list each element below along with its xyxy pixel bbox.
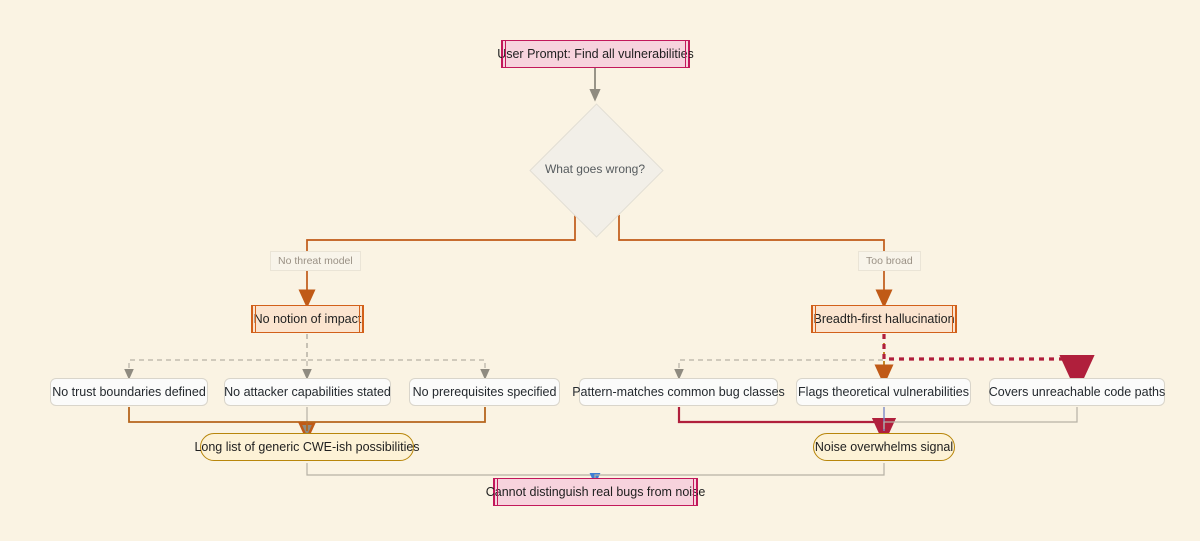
node-long-list[interactable]: Long list of generic CWE-ish possibiliti…: [194, 433, 420, 461]
node-pattern-matches-label: Pattern-matches common bug classes: [572, 384, 785, 399]
node-no-notion-of-impact-label: No notion of impact: [253, 311, 362, 326]
edge-noise-to-cannot-distinguish: [594, 463, 885, 479]
node-user-prompt[interactable]: User Prompt: Find all vulnerabilities: [497, 40, 694, 68]
node-cannot-distinguish-label: Cannot distinguish real bugs from noise: [485, 484, 706, 499]
node-no-trust-boundaries-label: No trust boundaries defined: [52, 384, 206, 399]
edge-breadth-to-unreachable: [882, 334, 1095, 394]
node-covers-unreachable[interactable]: Covers unreachable code paths: [989, 378, 1165, 406]
node-decision-label: What goes wrong?: [544, 162, 646, 176]
node-no-prerequisites-label: No prerequisites specified: [412, 384, 557, 399]
edge-no-impact-to-trust-boundaries: [124, 334, 308, 380]
node-breadth-first-hallucination[interactable]: Breadth-first hallucination: [811, 305, 957, 333]
node-long-list-label: Long list of generic CWE-ish possibiliti…: [194, 439, 420, 454]
edge-label-too-broad: Too broad: [858, 251, 921, 271]
node-decision[interactable]: What goes wrong?: [528, 102, 664, 238]
edge-long-list-to-cannot-distinguish: [306, 463, 601, 485]
edge-unreachable-to-noise: [883, 407, 1078, 429]
node-no-attacker-capabilities-label: No attacker capabilities stated: [224, 384, 391, 399]
node-user-prompt-label: User Prompt: Find all vulnerabilities: [497, 46, 694, 61]
edge-label-right-text: Too broad: [866, 255, 913, 267]
node-covers-unreachable-label: Covers unreachable code paths: [988, 384, 1166, 399]
node-cannot-distinguish[interactable]: Cannot distinguish real bugs from noise: [486, 478, 705, 506]
node-no-trust-boundaries[interactable]: No trust boundaries defined: [50, 378, 208, 406]
edge-breadth-to-pattern-matches: [674, 334, 885, 380]
node-no-notion-of-impact[interactable]: No notion of impact: [251, 305, 364, 333]
edge-pattern-matches-to-noise: [677, 407, 897, 445]
edge-trust-boundaries-to-long-list: [128, 407, 316, 442]
node-breadth-first-hallucination-label: Breadth-first hallucination: [813, 311, 955, 326]
node-pattern-matches[interactable]: Pattern-matches common bug classes: [572, 378, 785, 406]
node-flags-theoretical[interactable]: Flags theoretical vulnerabilities: [796, 378, 971, 406]
node-no-prerequisites[interactable]: No prerequisites specified: [409, 378, 560, 406]
edge-prereqs-to-long-list: [306, 407, 486, 431]
edge-no-impact-to-prereqs: [306, 334, 490, 380]
edge-label-left-text: No threat model: [278, 255, 353, 267]
node-noise-overwhelms-signal-label: Noise overwhelms signal: [814, 439, 954, 454]
node-noise-overwhelms-signal[interactable]: Noise overwhelms signal: [813, 433, 955, 461]
node-flags-theoretical-label: Flags theoretical vulnerabilities: [798, 384, 969, 399]
edge-label-no-threat-model: No threat model: [270, 251, 361, 271]
node-no-attacker-capabilities[interactable]: No attacker capabilities stated: [224, 378, 391, 406]
